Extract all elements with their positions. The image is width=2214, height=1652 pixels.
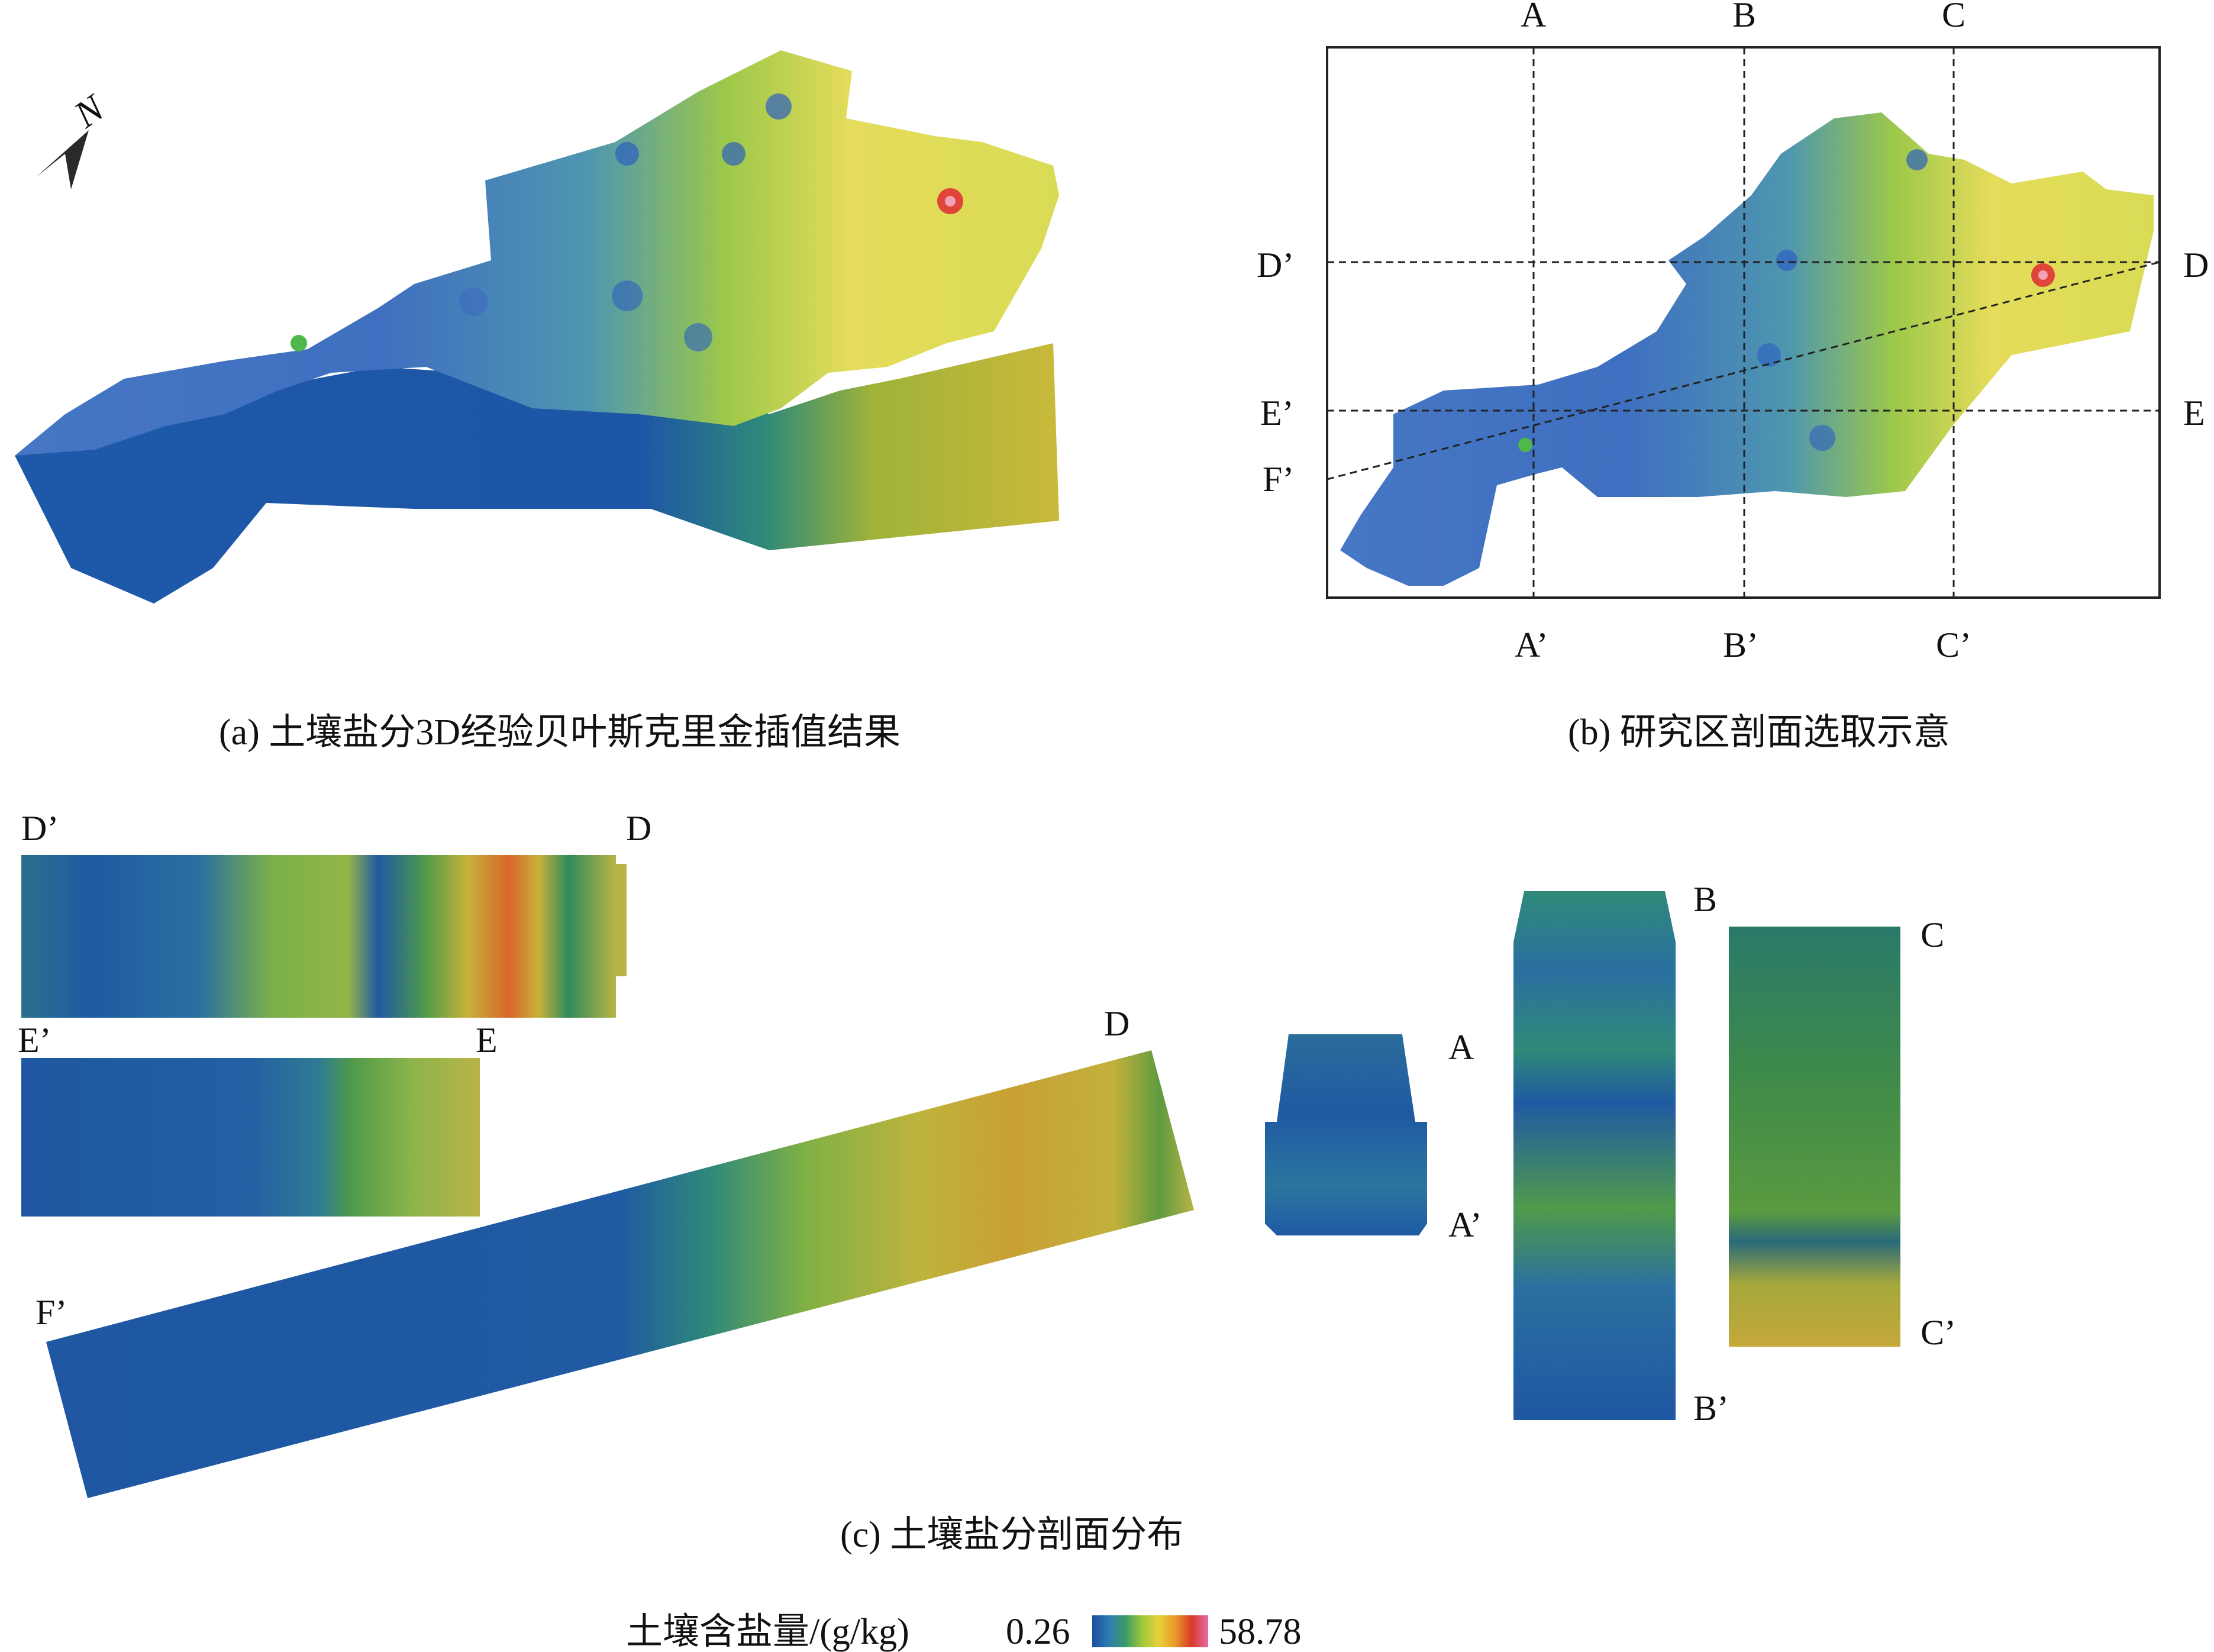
label-f-left: F’ [1263, 460, 1294, 499]
hotspot-red-core [945, 196, 956, 206]
legend-colorbar [1092, 1615, 1208, 1647]
label-b-bottom: B’ [1723, 625, 1758, 664]
plan-lowspot [1906, 149, 1928, 170]
caption-a: (a) 土壤盐分3D经验贝叶斯克里金插值结果 [219, 712, 901, 753]
section-dd-start-label: D’ [21, 809, 59, 848]
lowspot [722, 142, 745, 166]
section-aa-start-label: A [1448, 1028, 1474, 1067]
lowspot [615, 142, 639, 166]
label-c-top: C [1942, 0, 1966, 34]
section-cc-end-label: C’ [1921, 1313, 1956, 1352]
plan-hotspot-red-core [2038, 270, 2048, 280]
panel-c: D’ D E’ E F’ D A A’ B B’ C C’ [18, 809, 1956, 1498]
section-aa-profile [1265, 1034, 1427, 1235]
label-a-bottom: A’ [1515, 625, 1548, 664]
plan-study-area [1340, 112, 2154, 586]
section-aa-end-label: A’ [1448, 1205, 1482, 1244]
section-ee-end-label: E [476, 1021, 498, 1060]
caption-b: (b) 研究区剖面选取示意 [1568, 712, 1950, 753]
block-side-walls [15, 343, 1059, 604]
caption-c: (c) 土壤盐分剖面分布 [840, 1515, 1183, 1555]
block-top-surface [15, 50, 1059, 456]
section-ff-start-label: F’ [35, 1293, 67, 1332]
label-b-top: B [1732, 0, 1756, 34]
section-ee-profile [21, 1058, 480, 1217]
lowspot [684, 323, 712, 351]
section-bb-profile [1513, 891, 1676, 1420]
label-a-top: A [1521, 0, 1546, 34]
label-d-right: D [2183, 246, 2209, 285]
plan-hotspot-green [1518, 438, 1532, 452]
section-cc-start-label: C [1921, 915, 1944, 954]
legend: 土壤含盐量/(g/kg) 0.26 58.78 [626, 1612, 1302, 1652]
panel-b: A B C A’ B’ C’ D’ E’ F’ D E [1257, 0, 2209, 664]
section-bb-start-label: B [1693, 880, 1717, 919]
north-arrow-label: N [66, 86, 113, 136]
section-ff-end-label: D [1104, 1004, 1129, 1043]
lowspot [612, 280, 643, 311]
section-ff-profile [46, 1050, 1194, 1498]
legend-max: 58.78 [1219, 1612, 1302, 1652]
label-e-right: E [2183, 393, 2205, 433]
section-ee-start-label: E’ [18, 1021, 51, 1060]
legend-title: 土壤含盐量/(g/kg) [626, 1612, 909, 1652]
section-cc-profile [1729, 927, 1900, 1347]
plan-lowspot [1809, 425, 1835, 451]
legend-min: 0.26 [1006, 1612, 1070, 1652]
section-line-fd [1327, 261, 2160, 480]
north-arrow-icon [35, 130, 89, 189]
panel-a: N [15, 50, 1059, 604]
plan-lowspot [1776, 250, 1797, 271]
label-e-left: E’ [1260, 393, 1294, 433]
section-dd-end-label: D [626, 809, 651, 848]
label-d-left: D’ [1257, 246, 1294, 285]
section-dd-end-step [616, 864, 627, 976]
lowspot [459, 288, 488, 316]
hotspot-green [291, 335, 307, 351]
north-arrow: N [35, 86, 113, 189]
lowspot [766, 93, 792, 120]
section-bb-end-label: B’ [1693, 1389, 1729, 1428]
label-c-bottom: C’ [1936, 625, 1971, 664]
plan-lowspot [1757, 343, 1781, 367]
section-dd-profile [21, 855, 616, 1018]
